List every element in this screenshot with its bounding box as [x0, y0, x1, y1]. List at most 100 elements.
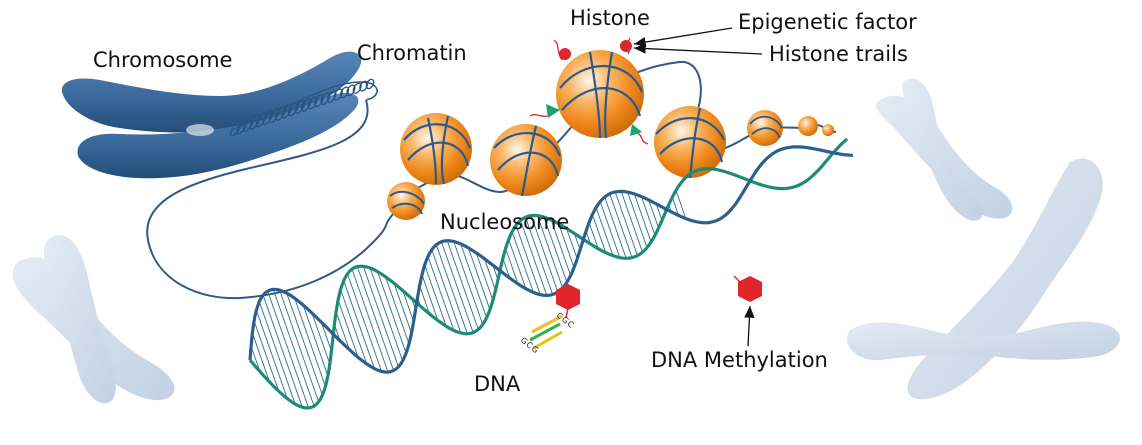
dna-rung [558, 223, 575, 268]
dna-rung [484, 258, 496, 291]
dna-rung [453, 241, 484, 325]
epigenetic-factor-marker-1 [559, 48, 571, 60]
dna-rung [427, 256, 455, 331]
chromatin-thread [146, 99, 387, 300]
dna-rung [502, 258, 511, 279]
dna-rung [595, 207, 614, 256]
chromatin-loops [230, 78, 375, 137]
dna-rung [377, 271, 407, 354]
dna-rung [393, 283, 412, 334]
chromatin-loop [249, 113, 261, 130]
dna-rung [620, 191, 643, 253]
chromatin-loop [262, 109, 274, 126]
dna-rung [347, 273, 383, 372]
dna-rung [573, 233, 581, 250]
dna-rung [431, 249, 462, 334]
label-histone: Histone [570, 6, 650, 30]
dna-rung [253, 320, 280, 392]
dna-rung [255, 310, 288, 399]
histone-tail-marker-2 [630, 124, 642, 136]
dna-rung [343, 280, 375, 369]
dna-rung [648, 199, 659, 229]
dna-rung [421, 274, 439, 321]
dna-rung [419, 285, 430, 315]
dna-rung [520, 220, 548, 296]
dna-rung [511, 231, 534, 293]
label-arrows [633, 27, 763, 347]
dna-rung [530, 215, 559, 293]
dna-rung [302, 304, 329, 376]
faded-chromosome-left [12, 235, 175, 404]
highlighted-base-pairs [529, 314, 563, 350]
dna-rung [385, 276, 410, 344]
nucleosome-4 [747, 110, 783, 146]
dna-rung [267, 290, 310, 409]
dna-rung [440, 241, 474, 333]
label-dna-methylation: DNA Methylation [651, 348, 828, 372]
faded-chromosome-right-large [846, 158, 1120, 400]
nucleosome-3 [654, 106, 726, 179]
dna-rung [640, 196, 656, 236]
dna-rung [566, 228, 578, 260]
dna-rung [588, 222, 599, 249]
chromatin-loop [243, 115, 255, 133]
epigenetic-factor-marker-2 [620, 40, 632, 52]
dna-rung [435, 244, 468, 334]
dna-rung [633, 193, 652, 243]
dna-rung [424, 264, 447, 327]
chromatin-coil [231, 81, 378, 131]
dna-rung [446, 240, 479, 330]
dna-rung [475, 252, 494, 301]
label-epigenetic-factor: Epigenetic factor [738, 10, 917, 34]
dna-rung [294, 298, 326, 387]
nucleosome-2 [490, 124, 562, 197]
dna-rung [604, 196, 627, 259]
dna-rung [340, 289, 368, 365]
label-chromosome: Chromosome [93, 48, 233, 72]
dna-rung [262, 295, 303, 408]
chromatin-loop [288, 101, 299, 117]
dna-rung [258, 301, 296, 405]
label-nucleosome: Nucleosome [440, 210, 570, 234]
chromatin-loop [236, 117, 249, 135]
methyl-group-2 [733, 275, 762, 302]
chromatin-loop [230, 119, 242, 137]
dna-rung [543, 216, 568, 283]
chromatin-loop [307, 96, 318, 110]
chromatin-loop [255, 111, 268, 128]
dna-rung [599, 201, 621, 258]
dna-rung [655, 203, 663, 221]
nucleosome-1 [400, 113, 472, 185]
chromatin-loop [314, 94, 324, 108]
dna-rung [337, 299, 359, 358]
nucleosome-5 [798, 116, 834, 136]
dna-base-pairs [250, 190, 687, 409]
dna-rung [320, 321, 332, 352]
dna-rung [675, 190, 687, 219]
dna-rung [614, 191, 638, 256]
dna-rung [536, 215, 564, 289]
dna-rung [335, 311, 350, 350]
dna-rung [508, 239, 527, 289]
dna-rung [671, 197, 680, 216]
chromatin-loop [268, 107, 280, 124]
nucleosome-small [387, 182, 425, 220]
dna-rung [250, 346, 261, 372]
histone-core [556, 50, 644, 139]
chromatin-loop [365, 78, 375, 90]
histone-tail-marker-1 [546, 104, 560, 118]
dna-rung [402, 290, 415, 322]
dna-rung [467, 247, 491, 310]
dna-rung [286, 293, 323, 396]
dna-rung [311, 312, 331, 365]
dna-rung [279, 289, 320, 402]
dna-rung [460, 243, 488, 318]
dna-rung [251, 332, 270, 383]
dna-rung [525, 217, 554, 295]
label-histone-trails: Histone trails [769, 42, 908, 66]
faded-chromosome-right-small [875, 78, 1013, 221]
chromatin-loop [281, 103, 293, 119]
dna-rung [362, 266, 399, 367]
chromatin-loop [301, 98, 312, 112]
